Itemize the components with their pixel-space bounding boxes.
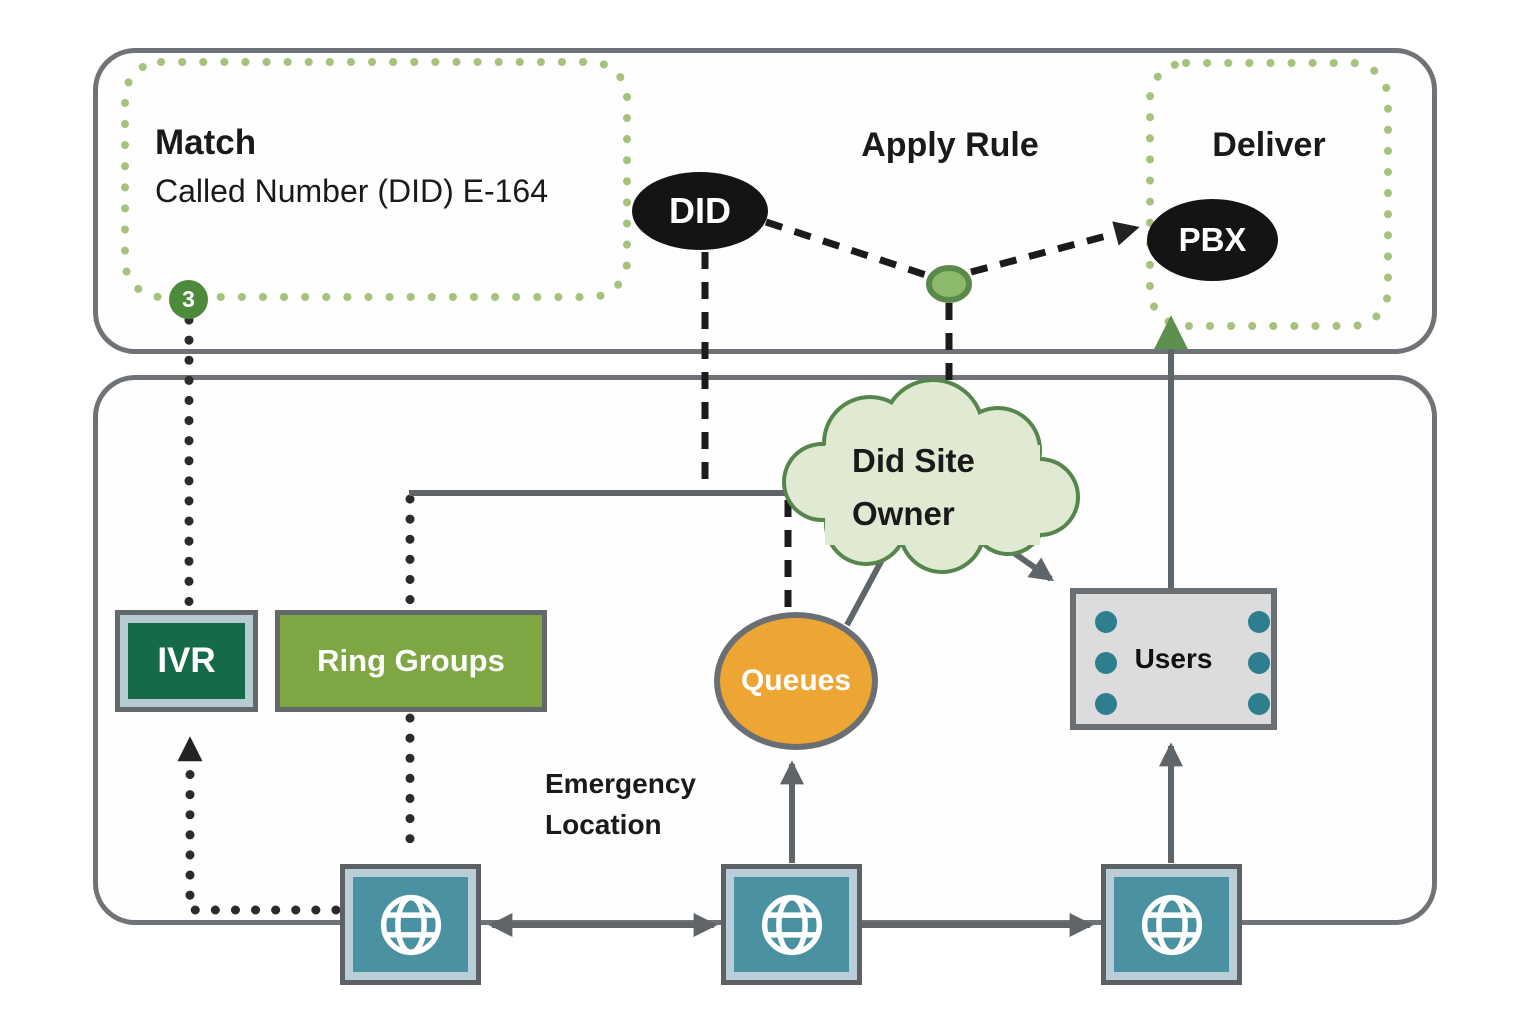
deliver-label: Deliver (1212, 126, 1326, 164)
apply-rule-label: Apply Rule (861, 126, 1039, 164)
match-text: Match Called Number (DID) E-164 (155, 120, 548, 216)
globe-icon (1114, 877, 1229, 972)
user-dot (1095, 611, 1117, 633)
gateway-node-match (340, 864, 481, 985)
ivr-label: IVR (128, 623, 245, 699)
users-label: Users (1134, 643, 1213, 674)
solid-connectors (409, 315, 1188, 937)
deliver-stage-box (1146, 59, 1392, 330)
dotted-connectors (177, 315, 415, 915)
globe-icon (353, 877, 468, 972)
pbx-node: PBX (1147, 199, 1278, 281)
user-dot (1248, 693, 1270, 715)
match-stage-box (121, 58, 631, 301)
user-dot (1248, 652, 1270, 674)
queues-node: Queues (714, 612, 878, 750)
cloud-label-line1: Did Site (852, 442, 975, 479)
did-node: DID (632, 172, 768, 250)
step-badge: 3 (169, 280, 208, 319)
gateway-node-apply-rule (721, 864, 862, 985)
cloud-label: Did Site Owner (852, 434, 975, 540)
dashed-connectors (701, 218, 1140, 607)
user-dot (1095, 693, 1117, 715)
ring-groups-node: Ring Groups (275, 610, 547, 712)
did-site-owner-cloud (782, 378, 1080, 574)
apply-rule-junction-dot (926, 265, 972, 303)
emergency-location-label: Emergency Location (545, 763, 696, 845)
globe-icon (734, 877, 849, 972)
match-subtitle: Called Number (DID) E-164 (155, 173, 549, 209)
user-dot (1248, 611, 1270, 633)
cloud-label-line2: Owner (852, 495, 955, 532)
users-node: Users (1070, 588, 1277, 730)
ivr-node: IVR (115, 610, 258, 712)
user-dot (1095, 652, 1117, 674)
gateway-node-deliver (1101, 864, 1242, 985)
match-title: Match (155, 123, 257, 162)
emergency-line2: Location (545, 809, 662, 840)
emergency-line1: Emergency (545, 768, 696, 799)
